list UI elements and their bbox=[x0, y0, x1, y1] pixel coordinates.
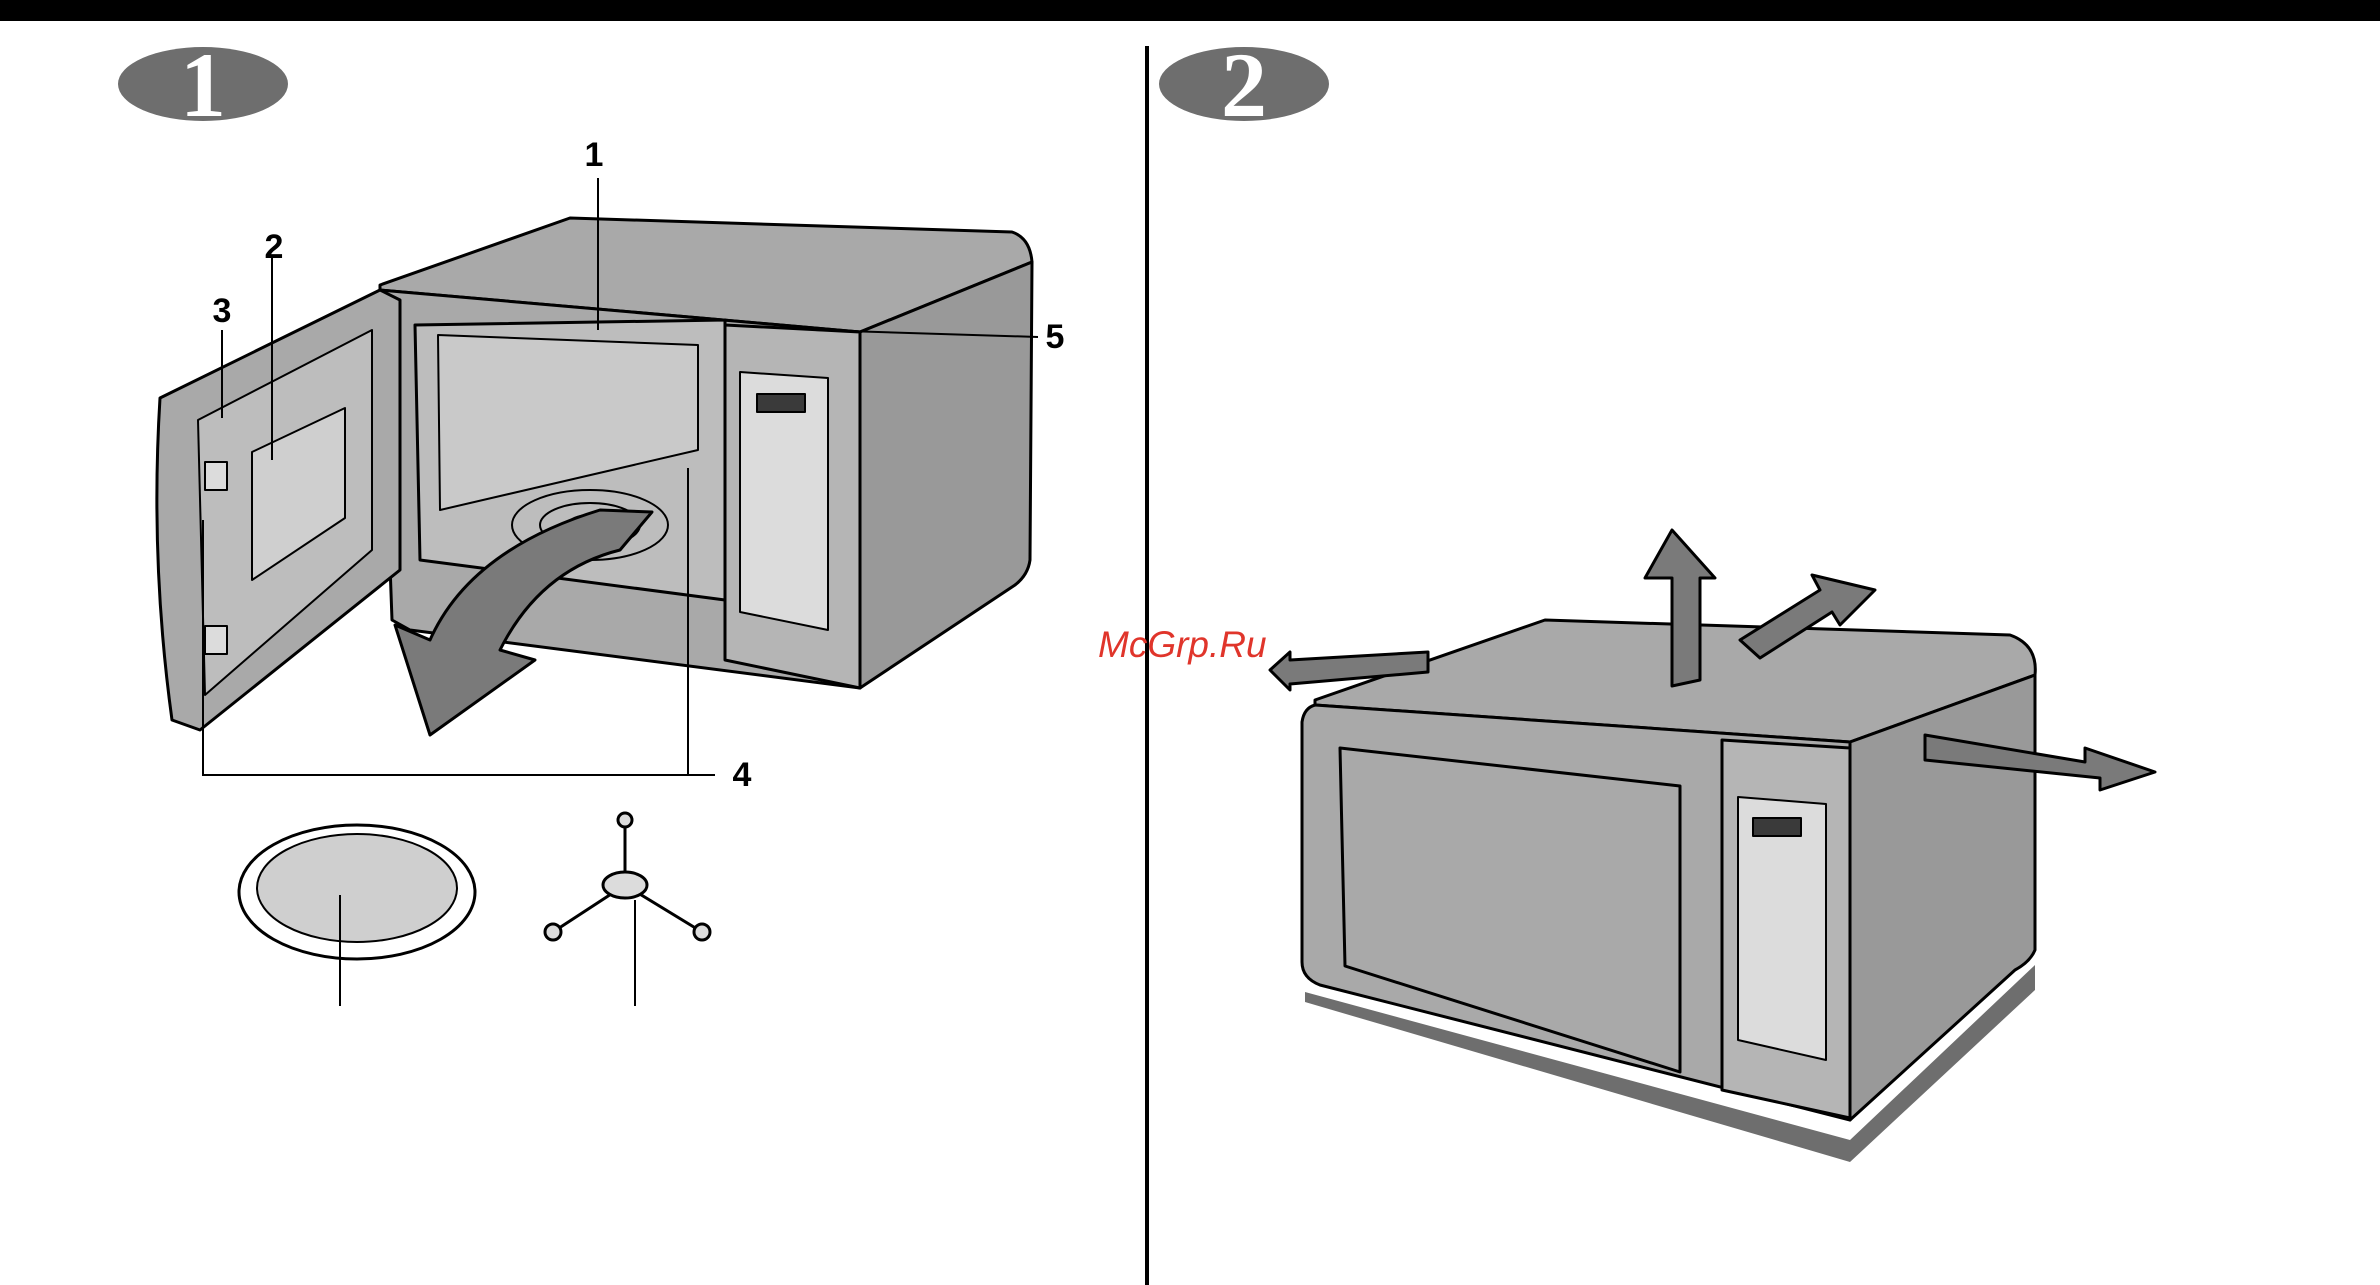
step-badge-1-number: 1 bbox=[180, 34, 226, 136]
closed-microwave-illustration bbox=[1302, 620, 2035, 1162]
door-latch-hook-bottom bbox=[205, 626, 227, 654]
step-badge-1: 1 bbox=[118, 34, 288, 136]
callout-4: 4 bbox=[733, 756, 752, 794]
microwave-body-side bbox=[860, 262, 1032, 688]
callout-5: 5 bbox=[1046, 318, 1065, 356]
step-badge-2: 2 bbox=[1159, 34, 1329, 136]
callout-2: 2 bbox=[265, 228, 284, 266]
callout-3: 3 bbox=[213, 292, 232, 330]
watermark-text: McGrp.Ru bbox=[1098, 624, 1267, 665]
glass-tray bbox=[239, 825, 475, 1006]
control-display-closed bbox=[1753, 818, 1801, 836]
callout-1: 1 bbox=[585, 136, 604, 174]
roller-support bbox=[545, 813, 710, 1006]
step-badge-2-number: 2 bbox=[1221, 34, 1267, 136]
control-display bbox=[757, 394, 805, 412]
top-black-bar bbox=[0, 0, 2380, 21]
door-latch-hook-top bbox=[205, 462, 227, 490]
open-microwave-illustration bbox=[157, 218, 1032, 730]
